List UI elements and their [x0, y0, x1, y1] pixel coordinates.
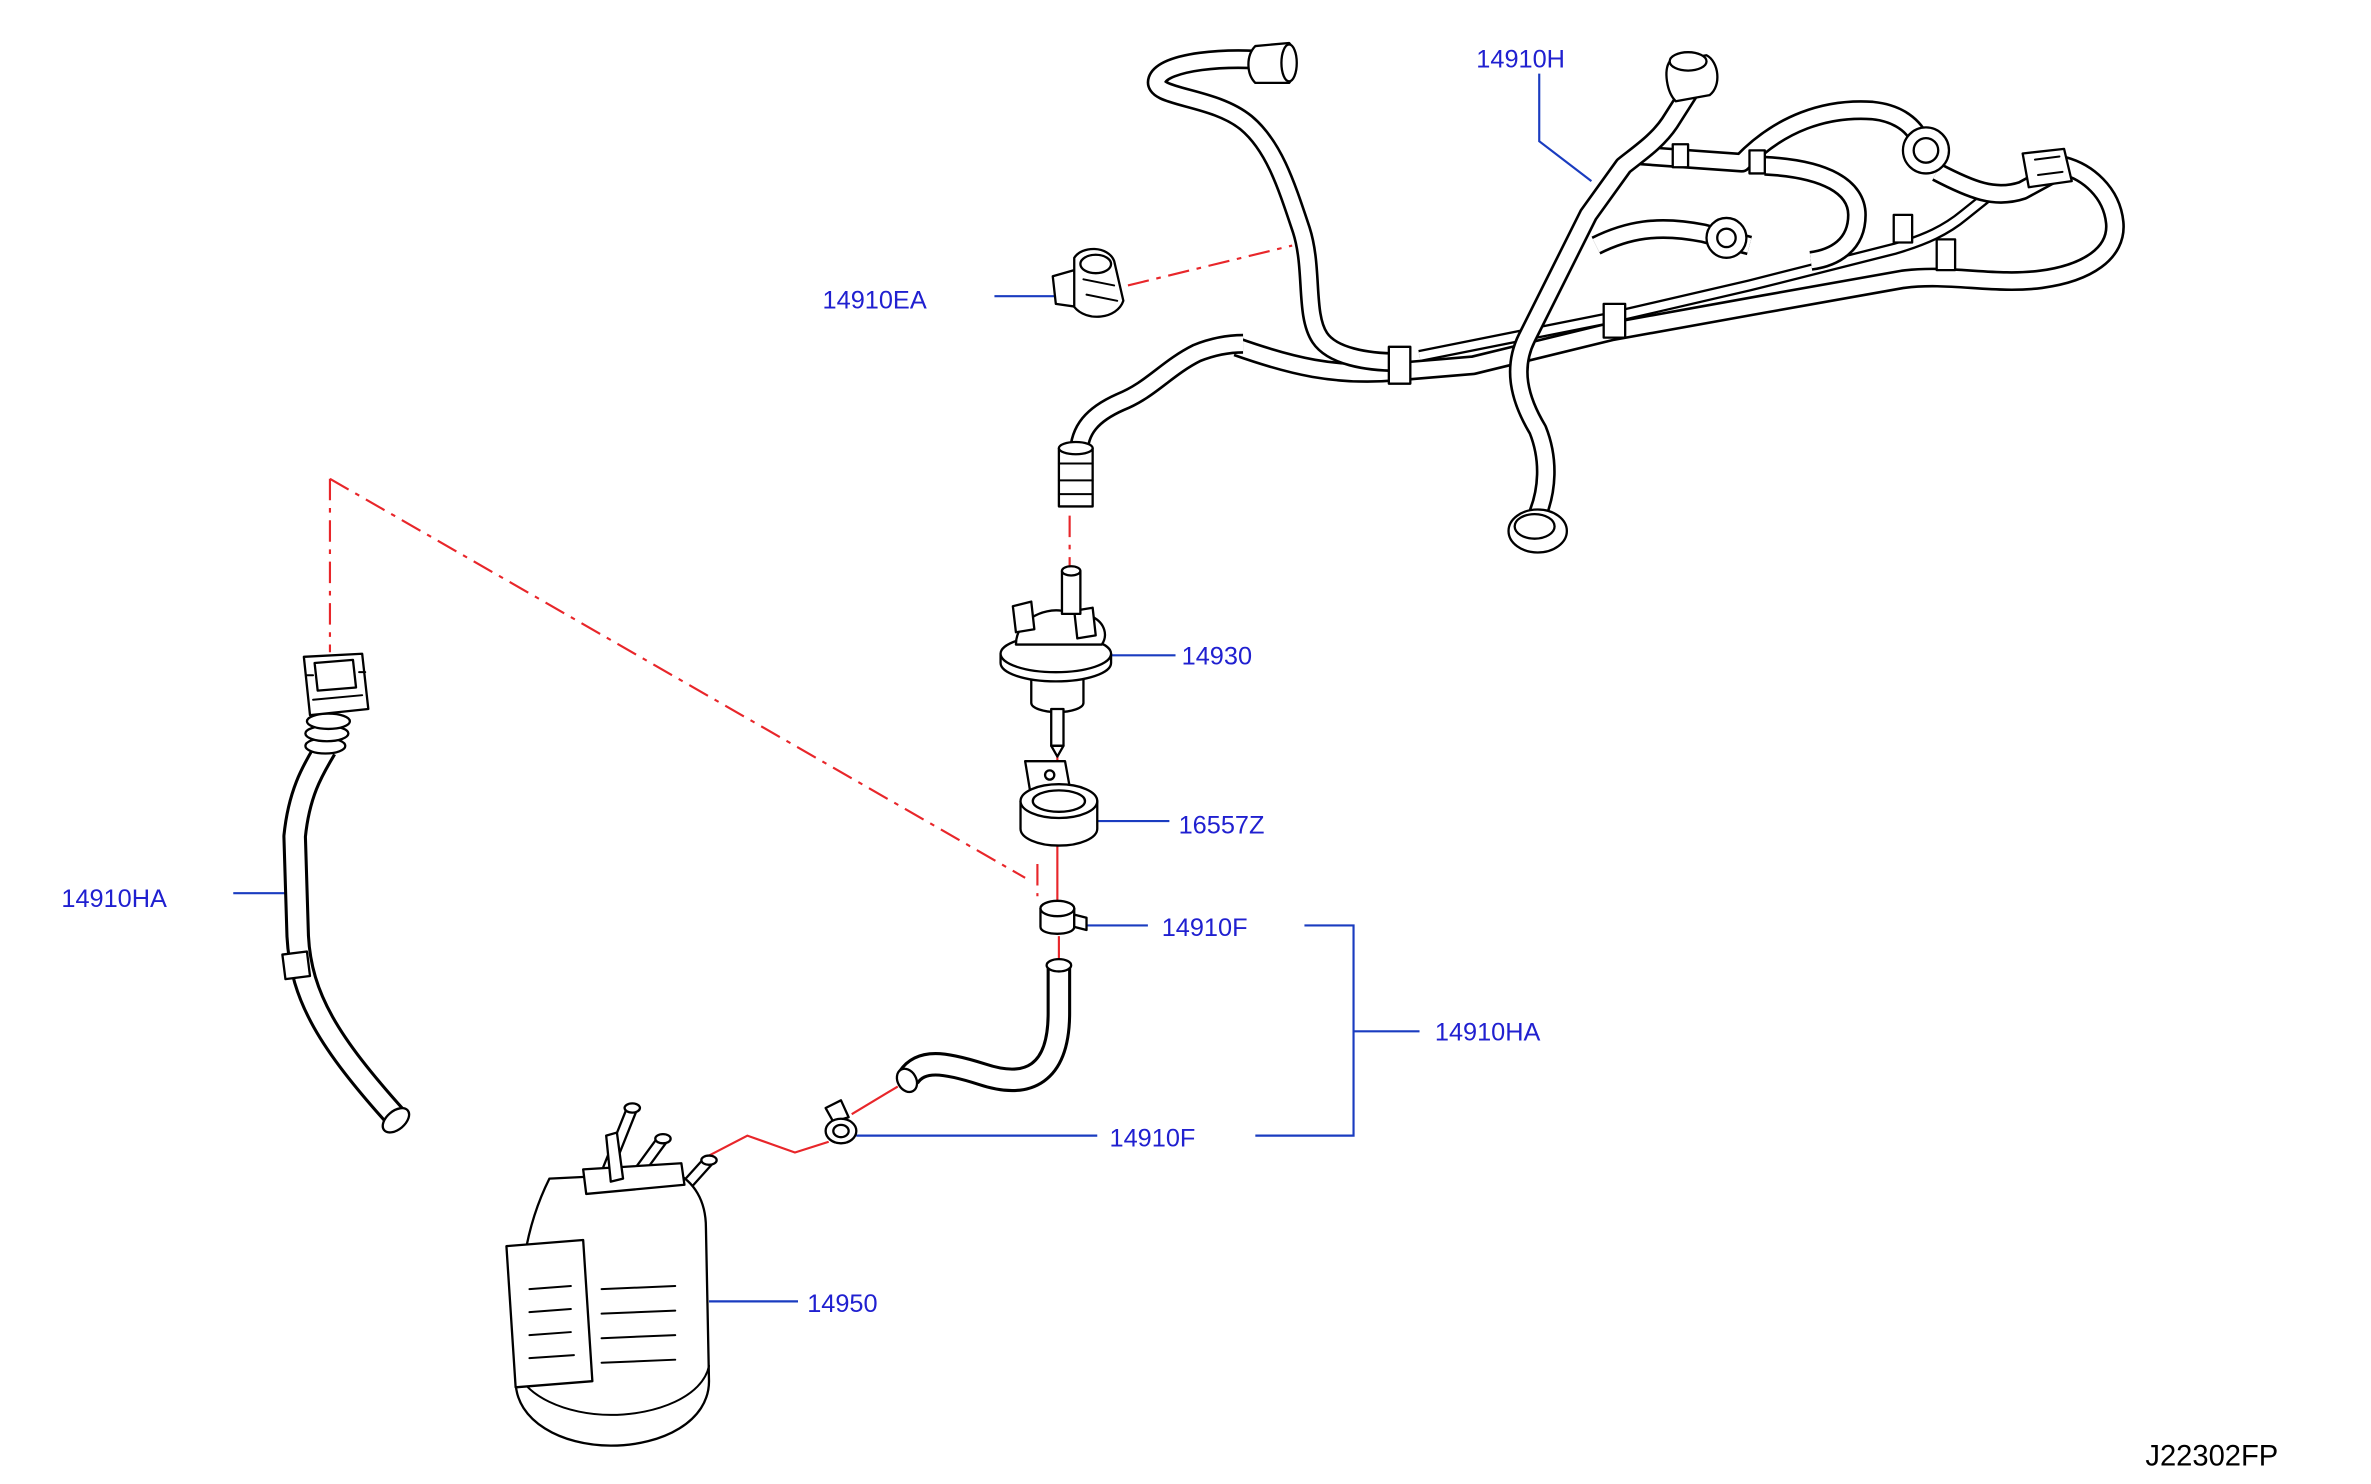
hose-clamp-lower [824, 1099, 858, 1145]
valve-feed-connector-ribs [1057, 462, 1094, 496]
phantom-line-clip-canister [708, 1134, 830, 1157]
curl-hose-connector-face [1280, 43, 1298, 83]
vapor-hose-harness [1057, 41, 2115, 554]
callout-clip-ea: 14910EA [823, 286, 927, 314]
left-hose-connector-grip [305, 671, 367, 701]
bracket-ring-hole [1031, 789, 1087, 813]
valve-bracket [1019, 760, 1099, 847]
canister-side-panel-ribs [528, 1285, 575, 1360]
canister-top-bracket [605, 1131, 625, 1183]
harness-clip-1 [1387, 345, 1412, 385]
valve-bottom-tip [1050, 744, 1065, 758]
valve-mount-right [1073, 606, 1097, 640]
phantom-line-clip-ea [1127, 244, 1293, 287]
callout-clip-upper: 14910F [1162, 914, 1248, 942]
callout-hose-assembly: 14910HA [1435, 1018, 1541, 1046]
harness-clip-5 [1671, 143, 1690, 169]
left-hose-end [381, 1107, 411, 1134]
callout-canister: 14950 [807, 1290, 877, 1318]
purge-valve-mid-center [1716, 227, 1737, 249]
hose-clamp-upper [1039, 899, 1088, 935]
check-valve [999, 565, 1113, 758]
valve-feed-connector-top [1057, 440, 1094, 456]
clamp-upper-top [1039, 899, 1076, 918]
right-electrical-connector-detail [2033, 155, 2064, 176]
vent-hose-left [281, 652, 411, 1134]
valve-top-nozzle-opening [1060, 565, 1082, 577]
clip-ea-detail [1082, 278, 1119, 302]
left-hose-connector-opening [313, 658, 358, 692]
bracket-tab-hole [1043, 769, 1056, 781]
long-hose-end-connector-inner [1513, 512, 1556, 540]
harness-curl-hose-fill [1157, 59, 1400, 362]
figure-code: J22302FP [2145, 1441, 2278, 1473]
clamp-upper-tab [1073, 913, 1088, 932]
valve-feed-connector [1057, 446, 1094, 508]
evap-canister [505, 1102, 718, 1447]
vent-hose-lower [895, 957, 1073, 1094]
canister-bottom-band [514, 1364, 710, 1416]
clamp-lower-tab [824, 1099, 850, 1123]
leader-lines [233, 73, 1593, 1303]
harness-clip-3 [1935, 238, 1957, 272]
clip-ea-top [1079, 253, 1113, 275]
canister-body-ribs [600, 1285, 677, 1364]
canister-port-1-end [623, 1102, 642, 1114]
left-hose-clip [281, 950, 312, 981]
purge-valve-right-center [1912, 136, 1940, 164]
canister-port-3-end [700, 1154, 718, 1166]
harness-clip-4 [1892, 213, 1914, 244]
callout-harness: 14910H [1476, 46, 1565, 74]
right-electrical-connector [2021, 147, 2073, 189]
long-hose-top-connector-face [1668, 51, 1708, 72]
phantom-line-hose-clip-lower [851, 1085, 899, 1116]
valve-top-nozzle [1060, 569, 1082, 616]
clamp-lower-hole [832, 1123, 850, 1139]
canister-port-2-end [654, 1132, 672, 1145]
phantom-line-left-hose-diagonal [329, 477, 1026, 879]
callout-clip-lower: 14910F [1110, 1124, 1196, 1152]
valve-mount-left [1011, 600, 1036, 634]
harness-clip-6 [1748, 149, 1766, 175]
lower-hose-top-end [1045, 957, 1073, 973]
harness-clip-2 [1602, 302, 1627, 339]
harness-valve-feed-hose-fill [1079, 344, 1243, 454]
harness-valve-feed-hose-outline [1079, 344, 1243, 454]
canister-side-panel [505, 1238, 594, 1389]
leader-hose-assembly-bracket [1255, 924, 1420, 1137]
canister-top-plate [582, 1162, 686, 1196]
callout-hose-left: 14910HA [61, 885, 167, 913]
lower-hose-bottom-end [895, 1067, 919, 1094]
callout-bracket: 16557Z [1179, 811, 1265, 839]
valve-bottom-nozzle [1050, 707, 1065, 747]
callout-valve: 14930 [1182, 643, 1252, 671]
clip-ea [1051, 247, 1125, 318]
phantom-lines [328, 244, 1293, 1157]
leader-harness [1538, 73, 1593, 182]
